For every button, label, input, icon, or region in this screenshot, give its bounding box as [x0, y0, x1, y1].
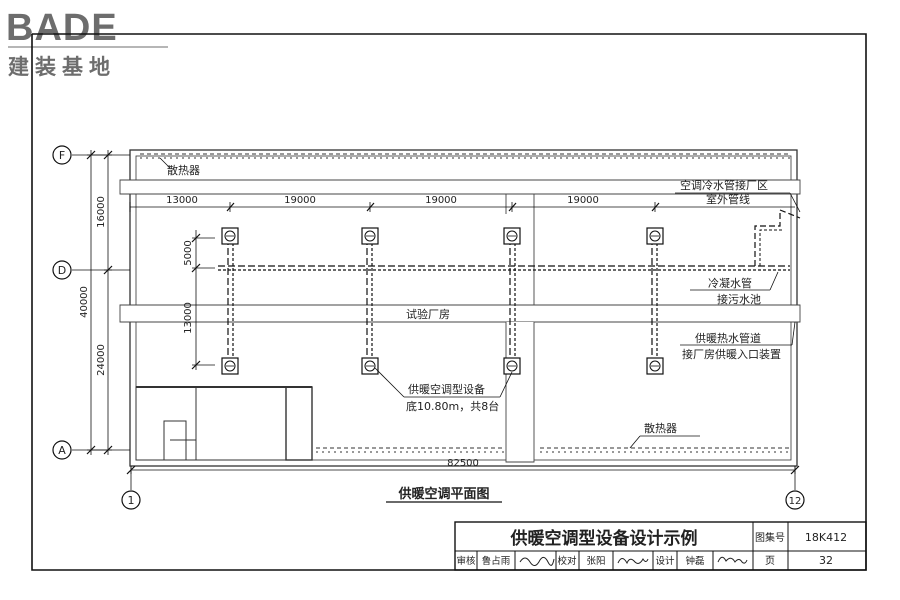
hvac-unit-3 — [503, 227, 521, 245]
hvac-units — [221, 227, 664, 375]
hvac-unit-5 — [221, 357, 239, 375]
hvac-unit-8 — [646, 357, 664, 375]
label-radiator-top: 散热器 — [167, 163, 200, 177]
page-label: 页 — [765, 555, 775, 567]
radiators — [140, 153, 790, 453]
label-radiator-bottom: 散热器 — [644, 421, 677, 435]
design-label: 设计 — [655, 555, 675, 567]
axis-label-1: 1 — [128, 494, 135, 507]
dimension-texts: 16000 24000 40000 5000 13000 13000 19000… — [79, 195, 599, 469]
axis-bubble-12: 12 — [785, 490, 805, 510]
dim-16000: 16000 — [96, 196, 107, 228]
axis-bubble-A: A — [52, 440, 72, 460]
axis-bubble-D: D — [52, 260, 72, 280]
label-chilled-pipe-1: 空调冷水管接厂区 — [680, 178, 768, 192]
handwritten-signatures — [519, 556, 748, 566]
logo-brand: BADE — [6, 7, 118, 49]
axis-label-A: A — [58, 444, 66, 457]
title-block-texts: 供暖空调型设备设计示例 图集号 18K412 页 32 审核 鲁占雨 校对 张阳… — [456, 528, 847, 567]
office-block — [135, 386, 313, 461]
hvac-unit-4 — [646, 227, 664, 245]
label-condensate-2: 接污水池 — [717, 293, 761, 306]
axis-label-D: D — [58, 264, 66, 277]
bade-logo: BADE 建装基地 — [6, 7, 168, 79]
axis-label-F: F — [59, 149, 65, 162]
label-heating-pipe-1: 供暖热水管道 — [695, 331, 761, 345]
dim-19000-b: 19000 — [425, 195, 457, 206]
label-heating-pipe-2: 接厂房供暖入口装置 — [682, 347, 781, 361]
axis-bubble-1: 1 — [121, 490, 141, 510]
dim-13000-vertical: 13000 — [183, 302, 194, 334]
label-chilled-pipe-2: 室外管线 — [706, 192, 750, 206]
axis-label-12: 12 — [789, 496, 802, 507]
annotations: 散热器 空调冷水管接厂区 室外管线 冷凝水管 接污水池 试验厂房 供暖热水管道 … — [159, 157, 801, 449]
dim-13000: 13000 — [166, 195, 198, 206]
dimension-ticks — [86, 150, 800, 475]
dim-19000-c: 19000 — [567, 195, 599, 206]
label-condensate-1: 冷凝水管 — [708, 276, 752, 290]
review-label: 审核 — [456, 555, 476, 567]
dim-5000: 5000 — [183, 240, 194, 265]
check-signature — [617, 558, 649, 565]
plan-title: 供暖空调平面图 — [386, 486, 502, 503]
label-equipment-1: 供暖空调型设备 — [408, 382, 485, 396]
atlas-number-label: 图集号 — [755, 531, 785, 544]
dim-82500: 82500 — [447, 458, 479, 469]
hvac-unit-1 — [221, 227, 239, 245]
check-name: 张阳 — [586, 556, 605, 567]
design-name: 钟磊 — [685, 555, 705, 567]
label-test-hall: 试验厂房 — [406, 307, 450, 321]
dim-24000: 24000 — [96, 344, 107, 376]
hvac-unit-7 — [503, 357, 521, 375]
corridor-bands — [119, 179, 801, 463]
logo-tagline: 建装基地 — [8, 55, 116, 79]
drawing-title: 供暖空调型设备设计示例 — [510, 528, 698, 549]
hvac-unit-6 — [361, 357, 379, 375]
axis-bubble-F: F — [52, 145, 72, 165]
label-equipment-2: 底10.80m，共8台 — [406, 399, 499, 413]
review-signature — [519, 556, 555, 566]
page-number: 32 — [819, 554, 833, 567]
hvac-unit-2 — [361, 227, 379, 245]
pipe-network — [218, 209, 801, 365]
plan-title-text: 供暖空调平面图 — [397, 486, 489, 502]
check-label: 校对 — [557, 555, 577, 567]
atlas-number: 18K412 — [805, 531, 847, 544]
dim-19000-a: 19000 — [284, 195, 316, 206]
design-signature — [717, 556, 748, 564]
review-name: 鲁占雨 — [482, 555, 511, 567]
title-block — [454, 521, 867, 571]
dim-40000: 40000 — [79, 286, 90, 318]
